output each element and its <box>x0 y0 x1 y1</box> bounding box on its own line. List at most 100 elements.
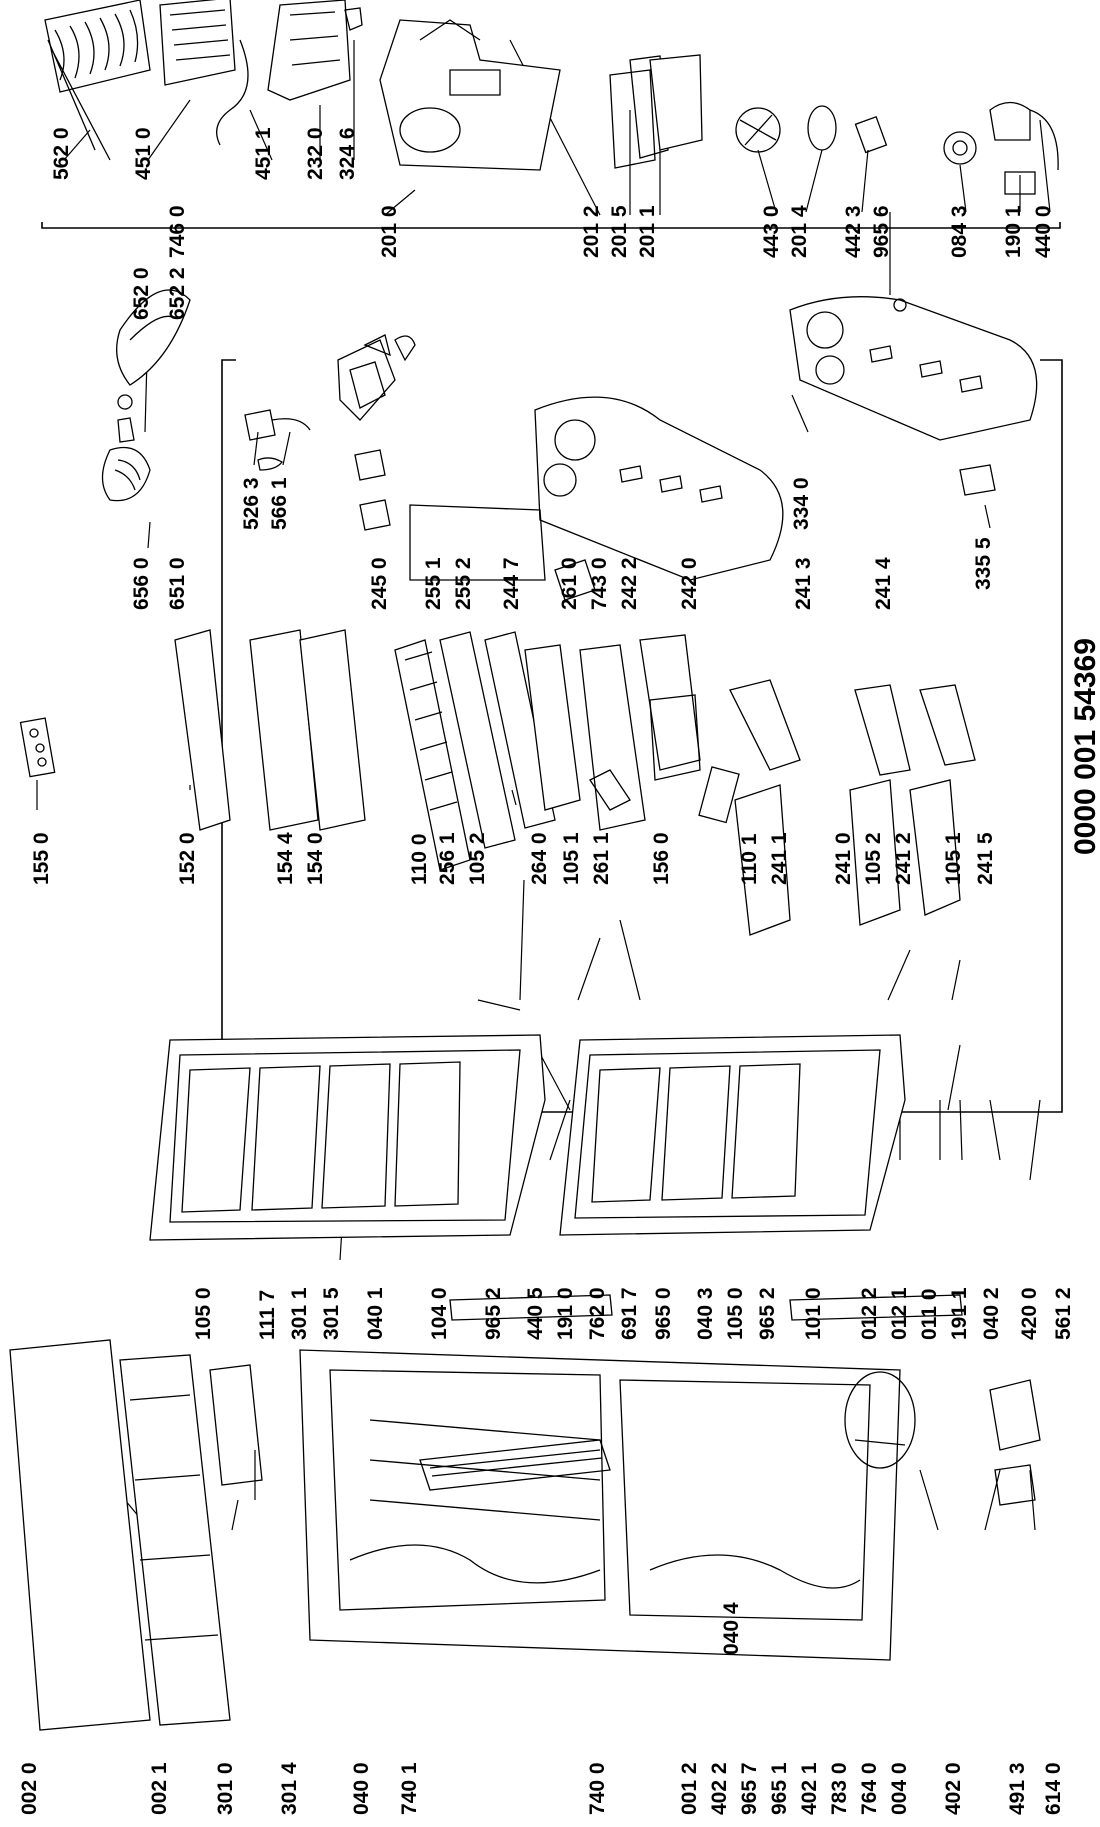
label-561-2: 561 2 <box>1052 1287 1075 1340</box>
part-labels: 562 0 451 0 451 1 232 0 324 6 746 0 201 … <box>18 127 1075 1815</box>
block-part <box>1004 171 1036 195</box>
top-cover-part <box>9 1339 263 1731</box>
label-040-3: 040 3 <box>694 1287 717 1340</box>
label-084-3: 084 3 <box>948 205 971 258</box>
label-301-5: 301 5 <box>320 1287 343 1340</box>
label-232-0: 232 0 <box>304 127 327 180</box>
label-652-2: 652 2 <box>166 267 189 320</box>
bracket-746 <box>41 222 1061 229</box>
label-201-4: 201 4 <box>788 205 811 258</box>
duct-743-part <box>409 396 784 581</box>
label-656-0: 656 0 <box>130 557 153 610</box>
label-614-0: 614 0 <box>1042 1762 1065 1815</box>
label-965-6: 965 6 <box>870 205 893 258</box>
door-gaskets-part <box>449 1294 963 1321</box>
label-002-1: 002 1 <box>148 1762 171 1815</box>
label-105-1b: 105 1 <box>942 832 965 885</box>
egg-tray-part <box>19 717 56 778</box>
label-261-0: 261 0 <box>558 557 581 610</box>
label-244-7: 244 7 <box>500 557 523 610</box>
label-245-0: 245 0 <box>368 557 391 610</box>
label-965-2a: 965 2 <box>482 1287 505 1340</box>
label-256-1: 256 1 <box>436 832 459 885</box>
label-965-1: 965 1 <box>768 1762 791 1815</box>
cabinet-body-part <box>299 1349 901 1661</box>
label-762-0: 762 0 <box>586 1287 609 1340</box>
label-965-7: 965 7 <box>738 1762 761 1815</box>
label-241-0: 241 0 <box>832 832 855 885</box>
label-301-1: 301 1 <box>288 1287 311 1340</box>
label-443-0: 443 0 <box>760 205 783 258</box>
label-261-1: 261 1 <box>590 832 613 885</box>
label-491-3: 491 3 <box>1006 1762 1029 1815</box>
label-154-4: 154 4 <box>274 832 297 885</box>
label-526-3: 526 3 <box>240 477 263 530</box>
motor-part <box>807 105 837 151</box>
label-242-0: 242 0 <box>678 557 701 610</box>
label-255-1: 255 1 <box>422 557 445 610</box>
document-number: 0000 001 54369 <box>1069 638 1100 855</box>
label-191-0: 191 0 <box>554 1287 577 1340</box>
label-402-1: 402 1 <box>798 1762 821 1815</box>
fan-housing-part <box>379 19 561 171</box>
label-152-0: 152 0 <box>176 832 199 885</box>
label-011-0: 011 0 <box>918 1289 941 1340</box>
label-111-7: 111 7 <box>256 1290 279 1340</box>
label-740-0: 740 0 <box>586 1762 609 1815</box>
label-201-5: 201 5 <box>608 205 631 258</box>
label-764-0: 764 0 <box>858 1762 881 1815</box>
strip-parts <box>609 54 703 169</box>
label-440-0: 440 0 <box>1032 205 1055 258</box>
label-324-6: 324 6 <box>336 127 359 180</box>
label-110-0: 110 0 <box>408 834 431 885</box>
label-334-0: 334 0 <box>790 477 813 530</box>
part-drawings <box>9 0 1059 1731</box>
label-040-0: 040 0 <box>350 1762 373 1815</box>
label-420-0: 420 0 <box>1018 1287 1041 1340</box>
label-201-0a: 201 0 <box>378 205 401 258</box>
label-451-1: 451 1 <box>252 127 275 180</box>
label-105-0b: 105 0 <box>724 1287 747 1340</box>
label-965-0: 965 0 <box>652 1287 675 1340</box>
label-105-0a: 105 0 <box>192 1287 215 1340</box>
label-101-0: 101 0 <box>802 1287 825 1340</box>
vegetable-drawers-part <box>729 679 976 936</box>
label-040-2: 040 2 <box>980 1287 1003 1340</box>
label-743-0: 743 0 <box>588 557 611 610</box>
label-104-0: 104 0 <box>428 1287 451 1340</box>
label-335-5: 335 5 <box>972 537 995 590</box>
compressor-part <box>844 1371 1041 1506</box>
label-012-1: 012 1 <box>888 1287 911 1340</box>
upper-door-part <box>149 1034 546 1241</box>
label-746-0: 746 0 <box>166 205 189 258</box>
label-402-0: 402 0 <box>942 1762 965 1815</box>
label-691-7: 691 7 <box>618 1287 641 1340</box>
label-651-0: 651 0 <box>166 557 189 610</box>
label-562-0: 562 0 <box>50 127 73 180</box>
label-004-0: 004 0 <box>888 1762 911 1815</box>
lamp-housing-part <box>101 289 191 502</box>
label-566-1: 566 1 <box>268 477 291 530</box>
label-402-2: 402 2 <box>708 1762 731 1815</box>
duct-upper-part <box>789 296 1038 496</box>
control-housing-part <box>244 334 416 531</box>
label-442-3: 442 3 <box>842 205 865 258</box>
evaporator-part <box>44 0 363 161</box>
label-040-1: 040 1 <box>364 1287 387 1340</box>
label-301-4: 301 4 <box>278 1762 301 1815</box>
label-652-0: 652 0 <box>130 267 153 320</box>
glass-shelves-part <box>394 559 740 871</box>
label-201-1: 201 1 <box>636 205 659 258</box>
bracket-743 <box>221 359 236 1113</box>
label-002-0: 002 0 <box>18 1762 41 1815</box>
label-783-0: 783 0 <box>828 1762 851 1815</box>
cover-part <box>854 115 888 154</box>
label-012-2: 012 2 <box>858 1287 881 1340</box>
timer-part <box>989 101 1031 141</box>
label-105-2a: 105 2 <box>466 832 489 885</box>
label-156-0: 156 0 <box>650 832 673 885</box>
label-264-0: 264 0 <box>528 832 551 885</box>
label-154-0: 154 0 <box>304 832 327 885</box>
label-001-2: 001 2 <box>678 1762 701 1815</box>
